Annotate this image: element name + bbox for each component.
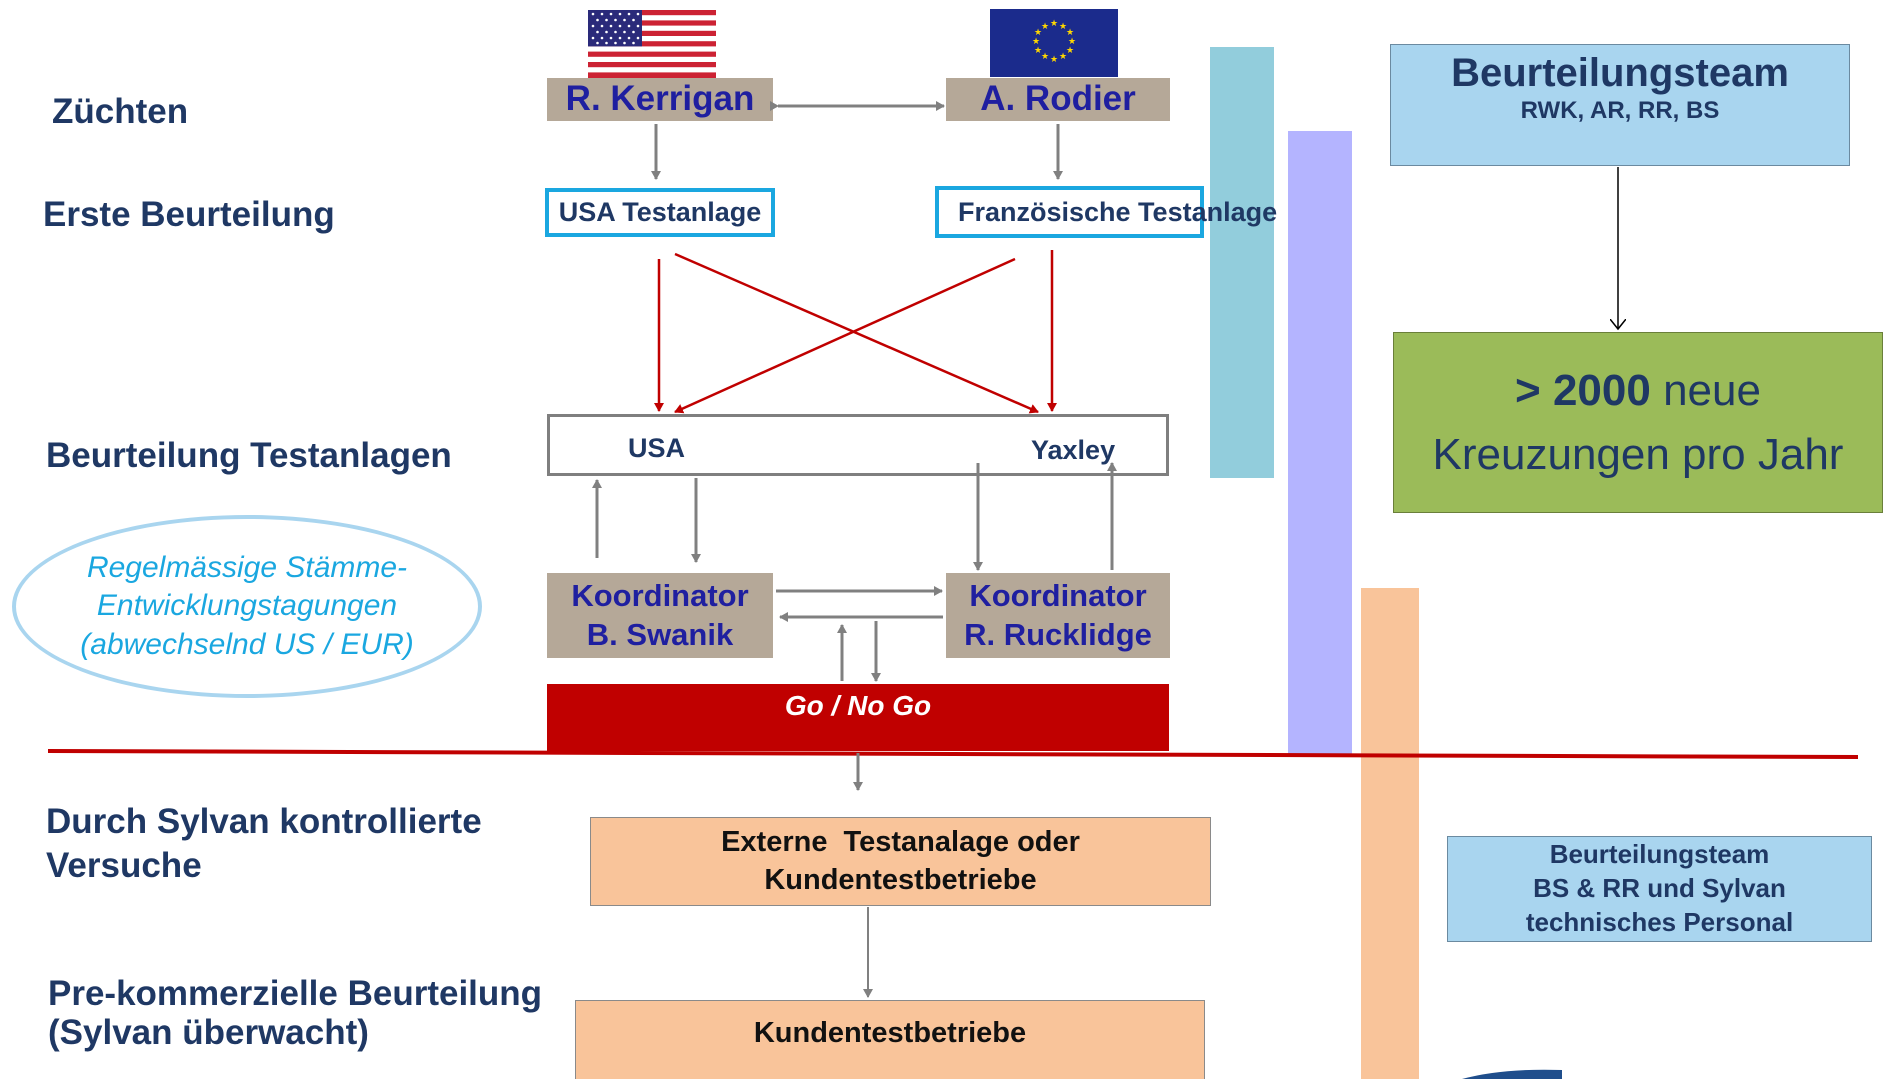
svg-text:★: ★	[1059, 22, 1067, 32]
svg-text:★: ★	[1034, 46, 1042, 56]
svg-text:★: ★	[1032, 37, 1040, 47]
logo-fragment-icon	[1462, 1066, 1582, 1079]
crosses-line2: Kreuzungen pro Jahr	[1432, 429, 1844, 479]
test-site-france: Französische Testanlage	[935, 186, 1277, 238]
external-test-box: Externe Testanalage oder Kundentestbetri…	[590, 817, 1211, 906]
go-nogo-label: Go / No Go	[784, 690, 932, 721]
team-top-members: RWK, AR, RR, BS	[1520, 97, 1720, 124]
eu-flag-icon: ★★★ ★★★ ★★★ ★★★	[990, 9, 1118, 77]
meetings-line1: Regelmässige Stämme-	[86, 551, 408, 585]
stage-label-sylvan-versuche: Durch Sylvan kontrollierte Versuche	[46, 800, 482, 888]
arrow-france-to-usa	[674, 257, 1016, 414]
svg-text:★: ★	[1041, 22, 1049, 32]
svg-text:★: ★	[1068, 37, 1076, 47]
team-top-box: Beurteilungsteam RWK, AR, RR, BS	[1390, 44, 1850, 166]
team-bottom-box: Beurteilungsteam BS & RR und Sylvan tech…	[1447, 836, 1872, 942]
test-site-usa: USA Testanlage	[545, 188, 775, 237]
svg-text:★: ★	[1066, 46, 1074, 56]
svg-text:★: ★	[1050, 55, 1058, 65]
meetings-ellipse: Regelmässige Stämme- Entwicklungstagunge…	[12, 515, 482, 698]
svg-text:★: ★	[1050, 19, 1058, 29]
meetings-line2: Entwicklungstagungen	[96, 589, 398, 623]
breeder-box-kerrigan: R. Kerrigan	[547, 78, 773, 121]
evaluation-label-yaxley: Yaxley	[1031, 435, 1116, 465]
team-bottom-line1: Beurteilungsteam	[1549, 839, 1770, 870]
team-bottom-line2: BS & RR und Sylvan	[1533, 873, 1786, 904]
coordinator-rucklidge-line2: R. Rucklidge	[964, 616, 1152, 652]
coordinator-swanik-line1: Koordinator	[571, 577, 749, 613]
stage-label-sylvan-line2: Versuche	[46, 845, 202, 885]
coordinator-swanik-line2: B. Swanik	[586, 616, 734, 652]
stage-label-prekom-line2: (Sylvan überwacht)	[48, 1012, 369, 1052]
meetings-line3: (abwechselnd US / EUR)	[80, 627, 414, 661]
stage-label-prekom-line1: Pre-kommerzielle Beurteilung	[48, 974, 543, 1013]
svg-text:★: ★	[1034, 28, 1042, 38]
phase-bar-orange	[1361, 588, 1419, 1079]
phase-bar-teal	[1210, 47, 1274, 478]
svg-text:★: ★	[1041, 52, 1049, 62]
crosses-rest: neue	[1650, 365, 1761, 415]
team-bottom-line3: technisches Personal	[1525, 906, 1794, 937]
external-line1: Externe Testanalage oder	[721, 825, 1080, 858]
team-top-title: Beurteilungsteam	[1451, 51, 1789, 95]
stage-label-sylvan-line1: Durch Sylvan kontrollierte	[46, 802, 482, 841]
evaluation-box: USA Yaxley	[547, 414, 1169, 476]
crosses-bold: > 2000	[1515, 365, 1651, 415]
svg-text:★: ★	[1066, 28, 1074, 38]
coordinator-box-swanik: Koordinator B. Swanik	[547, 573, 773, 658]
evaluation-label-usa: USA	[628, 433, 686, 463]
arrow-usa-to-yaxley	[674, 252, 1039, 414]
customer-test-box: Kundentestbetriebe	[575, 1000, 1205, 1079]
coordinator-rucklidge-line1: Koordinator	[969, 577, 1147, 613]
external-line2: Kundentestbetriebe	[764, 863, 1037, 896]
divider-line	[47, 749, 1859, 759]
crosses-box: > 2000 neue Kreuzungen pro Jahr	[1393, 332, 1883, 513]
stage-label-erste-beurteilung: Erste Beurteilung	[43, 195, 335, 234]
crosses-line1: > 2000 neue	[1515, 359, 1761, 423]
test-site-france-label: Französische Testanlage	[958, 196, 1278, 227]
stage-label-beurteilung-testanlagen: Beurteilung Testanlagen	[46, 436, 452, 475]
coordinator-box-rucklidge: Koordinator R. Rucklidge	[946, 573, 1170, 658]
us-flag-icon	[588, 10, 716, 78]
stage-label-pre-kommerziell: Pre-kommerzielle Beurteilung (Sylvan übe…	[48, 974, 543, 1052]
svg-text:★: ★	[1059, 52, 1067, 62]
stage-label-zuechten: Züchten	[52, 92, 189, 131]
phase-bar-lavender	[1288, 131, 1352, 756]
breeder-box-rodier: A. Rodier	[946, 78, 1170, 121]
go-nogo-bar	[547, 684, 1169, 751]
